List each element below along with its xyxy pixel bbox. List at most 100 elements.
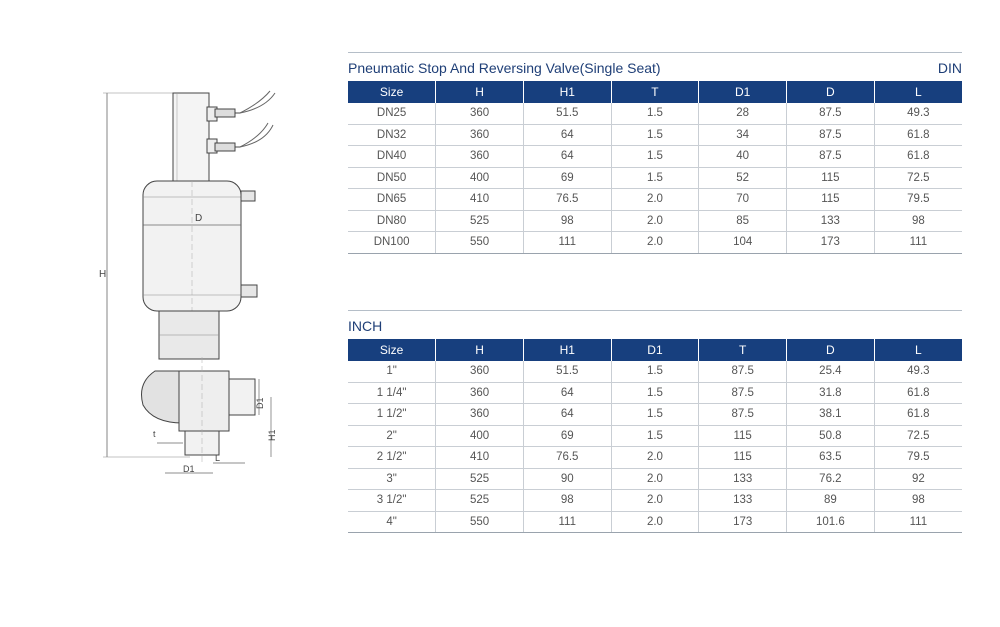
dim-l-label: L [215,453,220,463]
table-cell: 410 [435,188,524,211]
table-cell: 87.5 [786,145,875,168]
valve-drawing: H D D1 [95,85,285,485]
table-cell: 40 [698,145,787,168]
table-cell: 101.6 [786,511,875,533]
table-cell: 2.0 [610,446,699,469]
table-cell: 61.8 [873,382,962,404]
table-cell: 92 [873,468,962,490]
table-cell: 64 [522,403,612,426]
din-unit-label: DIN [937,60,962,76]
table-cell: DN25 [348,103,436,125]
table-cell: 111 [873,511,962,533]
table-cell: 115 [698,425,787,447]
table-cell: 111 [522,231,612,254]
table-cell: 360 [435,361,524,383]
table-cell: 49.3 [873,361,962,383]
table-cell: 173 [698,511,787,533]
table-cell: 87.5 [786,103,875,125]
table-cell: 87.5 [786,124,875,146]
dim-d1-side-label: D1 [255,397,265,409]
table-cell: 50.8 [786,425,875,447]
table-cell: 360 [435,124,524,146]
din-col-header: Size [348,81,436,103]
table-cell: 90 [522,468,612,490]
table-cell: 87.5 [698,382,787,404]
table-cell: 64 [522,124,612,146]
table-cell: DN65 [348,188,436,211]
dim-d1-bottom-label: D1 [183,464,195,474]
table-cell: 2.0 [610,188,699,211]
table-cell: 76.5 [522,188,612,211]
table-cell: 70 [698,188,787,211]
table-cell: 64 [522,382,612,404]
din-title-row: Pneumatic Stop And Reversing Valve(Singl… [348,53,962,81]
table-cell: 63.5 [786,446,875,469]
dim-h-label: H [99,269,106,280]
table-cell: 3" [348,468,436,490]
table-cell: 410 [435,446,524,469]
table-cell: 1 1/4" [348,382,436,404]
dim-h1-label: H1 [267,429,277,441]
table-cell: DN100 [348,231,436,254]
table-cell: 360 [435,382,524,404]
inch-col-header: D1 [610,339,699,361]
din-col-header: L [873,81,962,103]
table-cell: DN32 [348,124,436,146]
table-cell: 49.3 [873,103,962,125]
table-cell: 2.0 [610,489,699,512]
table-cell: 98 [873,210,962,232]
inch-col-header: L [873,339,962,361]
table-cell: 61.8 [873,403,962,426]
din-section: Pneumatic Stop And Reversing Valve(Singl… [348,52,962,254]
table-cell: 38.1 [786,403,875,426]
table-cell: 51.5 [522,361,612,383]
table-cell: 76.5 [522,446,612,469]
table-cell: 2" [348,425,436,447]
inch-col-header: Size [348,339,436,361]
table-cell: 1.5 [610,425,699,447]
table-cell: 360 [435,145,524,168]
table-cell: 69 [522,425,612,447]
table-cell: 98 [522,210,612,232]
table-cell: 51.5 [522,103,612,125]
din-col-header: T [610,81,699,103]
table-cell: 1.5 [610,124,699,146]
table-cell: 133 [698,468,787,490]
inch-col-header: D [786,339,875,361]
table-cell: 25.4 [786,361,875,383]
table-cell: 525 [435,489,524,512]
table-cell: 360 [435,403,524,426]
table-cell: 72.5 [873,167,962,189]
inch-table-title: INCH [348,318,383,334]
table-cell: 400 [435,167,524,189]
inch-header-row: Size H H1 D1 T D L [348,339,962,361]
table-cell: 1.5 [610,403,699,426]
table-cell: 400 [435,425,524,447]
table-cell: 52 [698,167,787,189]
table-cell: 133 [698,489,787,512]
table-cell: 2.0 [610,511,699,533]
table-cell: 34 [698,124,787,146]
table-cell: 98 [873,489,962,512]
table-cell: 111 [522,511,612,533]
valve-drawing-svg: H D D1 [99,90,277,474]
table-cell: 31.8 [786,382,875,404]
table-cell: 72.5 [873,425,962,447]
din-col-header: H1 [522,81,612,103]
table-cell: 61.8 [873,145,962,168]
table-cell: 3 1/2" [348,489,436,512]
table-cell: 69 [522,167,612,189]
